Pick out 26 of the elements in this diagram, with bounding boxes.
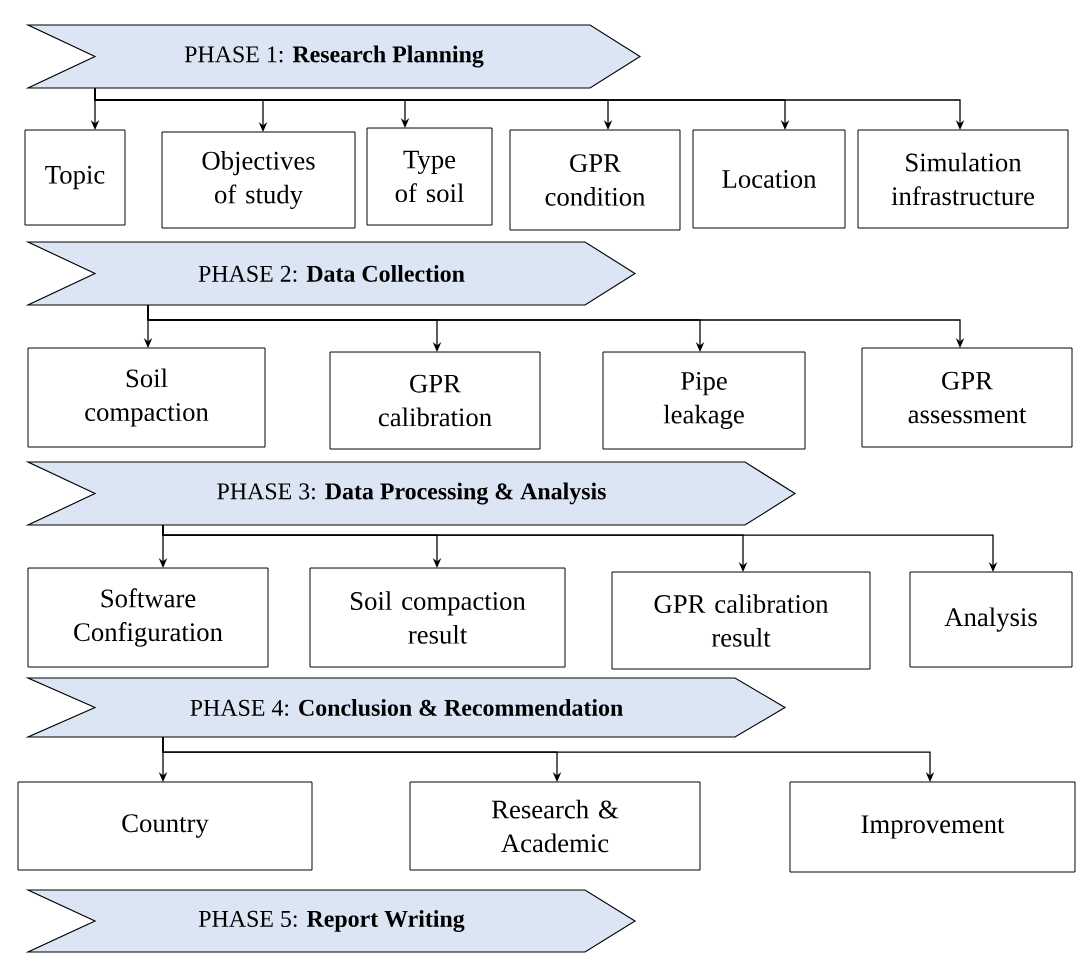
process-box: Topic	[24, 129, 126, 226]
phase-chevron: PHASE 1: Research Planning	[25, 24, 642, 89]
process-box: Analysis	[909, 571, 1073, 668]
process-box: Simulation infrastructure	[857, 129, 1069, 229]
process-box: Pipe leakage	[602, 351, 806, 450]
process-box: Soil compaction result	[309, 567, 566, 668]
process-box: Software Configuration	[27, 567, 269, 668]
phase-chevron: PHASE 2: Data Collection	[25, 241, 637, 306]
arrow	[94, 87, 965, 130]
process-box: GPR calibration result	[611, 571, 871, 670]
process-box: GPR assessment	[861, 347, 1073, 448]
arrow	[162, 524, 998, 572]
phase-chevron: PHASE 4: Conclusion & Recommendation	[25, 677, 787, 738]
process-box: GPR condition	[509, 129, 681, 231]
process-box: Location	[692, 129, 846, 229]
process-box: Research & Academic	[409, 781, 701, 871]
arrow	[162, 736, 935, 782]
process-box: Type of soil	[366, 127, 493, 226]
phase-chevron: PHASE 3: Data Processing & Analysis	[25, 461, 797, 526]
process-box: Country	[17, 781, 313, 871]
process-box: GPR calibration	[329, 351, 541, 450]
arrow	[147, 304, 965, 348]
process-box: Soil compaction	[27, 347, 266, 448]
process-box: Improvement	[789, 781, 1076, 873]
phase-chevron: PHASE 5: Report Writing	[25, 889, 637, 953]
process-box: Objectives of study	[161, 131, 356, 229]
